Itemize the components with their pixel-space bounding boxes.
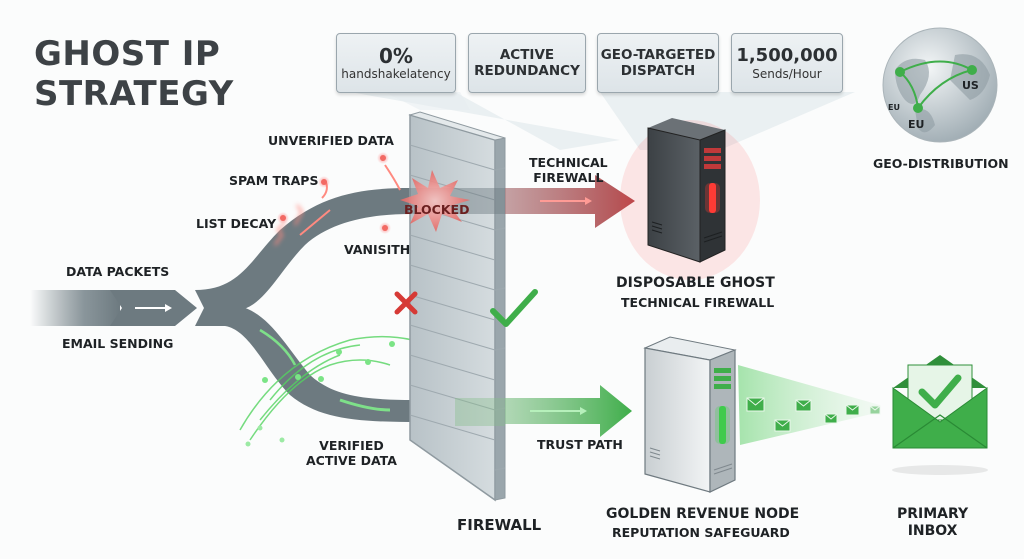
good-path-inner-arrow (339, 398, 391, 412)
callout-throughput-label: Sends/Hour (752, 67, 822, 81)
technical-firewall-line2: FIREWALL (533, 170, 604, 185)
good-path-stream (195, 306, 458, 430)
geo-node-eu-2 (913, 103, 923, 113)
verified-active-data-label: VERIFIED ACTIVE DATA (306, 438, 397, 468)
firewall-wall (408, 111, 506, 502)
reject-x-icon (394, 291, 418, 315)
geo-node-label-eu-1: EU (888, 103, 900, 112)
red-particle-1-core (380, 155, 386, 161)
green-particle (257, 425, 263, 431)
primary-inbox-label: PRIMARY INBOX (897, 506, 968, 540)
callout-beam-3 (385, 92, 470, 110)
title-line-1: GHOST IP (34, 34, 221, 74)
input-stream (30, 290, 120, 326)
title-line-2: STRATEGY (34, 74, 234, 114)
geo-node-label-us: US (962, 79, 979, 92)
geo-node-eu-1 (895, 67, 905, 77)
geo-distribution-label: GEO-DISTRIBUTION (873, 156, 1009, 171)
callout-throughput-value: 1,500,000 (736, 45, 838, 66)
mail-envelope-icon (746, 397, 765, 412)
input-flow-arrowhead (165, 304, 172, 312)
mail-envelope-icon (869, 405, 881, 415)
callout-throughput: 1,500,000 Sends/Hour (731, 33, 843, 93)
callout-beam-1 (350, 92, 620, 150)
list-decay-label: LIST DECAY (196, 216, 277, 231)
green-particle (365, 359, 371, 365)
mail-envelope-icon (774, 419, 791, 432)
callout-dispatch: GEO-TARGETED DISPATCH (597, 33, 719, 93)
technical-firewall-line1: TECHNICAL (529, 155, 608, 170)
vanish-label: VANISITH (344, 242, 411, 257)
verified-line1: VERIFIED (319, 438, 384, 453)
primary-inbox-line2: INBOX (907, 523, 958, 539)
callout-redundancy-line1: ACTIVE (499, 47, 555, 63)
bad-path-stream (195, 188, 410, 310)
green-particle (295, 374, 301, 380)
mail-envelope-icon (824, 413, 838, 424)
red-particle-2-core (321, 179, 327, 185)
globe-icon (882, 27, 998, 143)
email-sending-label: EMAIL SENDING (62, 336, 174, 351)
green-particle (336, 349, 342, 355)
red-particle-3-core (280, 215, 286, 221)
verified-line2: ACTIVE DATA (306, 453, 397, 468)
callout-redundancy: ACTIVE REDUNDANCY (468, 33, 586, 93)
golden-revenue-subtitle: REPUTATION SAFEGUARD (612, 525, 790, 540)
geo-node-us (967, 65, 977, 75)
callout-latency-label: handshakelatency (341, 67, 451, 81)
diagram-title: GHOST IP STRATEGY (34, 34, 234, 114)
golden-revenue-server-icon (643, 336, 737, 493)
good-path-pass-band (455, 398, 505, 426)
callout-dispatch-line1: GEO-TARGETED (600, 47, 716, 63)
green-particle (279, 437, 285, 443)
trust-path-label: TRUST PATH (537, 437, 623, 452)
spam-traps-label: SPAM TRAPS (229, 173, 319, 188)
blocked-label: BLOCKED (404, 202, 470, 217)
firewall-label: FIREWALL (457, 516, 542, 534)
disposable-ghost-server-icon (620, 118, 760, 280)
mail-envelope-icon (795, 399, 812, 412)
disposable-ghost-title: DISPOSABLE GHOST (616, 275, 775, 291)
primary-inbox-icon (892, 355, 988, 475)
callout-latency-value: 0% (379, 44, 413, 68)
green-arrow-inner-head (580, 407, 587, 415)
blocked-burst (400, 170, 470, 232)
green-particle (318, 376, 324, 382)
good-path-inner-arrow-2 (259, 328, 297, 366)
primary-inbox-line1: PRIMARY (897, 506, 969, 522)
mail-envelope-icons (746, 397, 881, 432)
green-particle (262, 377, 268, 383)
disposable-ghost-subtitle: TECHNICAL FIREWALL (621, 295, 775, 310)
red-particle-4-core (382, 225, 388, 231)
approve-check-icon (490, 289, 538, 327)
callout-dispatch-line2: DISPATCH (620, 63, 696, 79)
green-particle (389, 341, 395, 347)
mail-envelope-icon (845, 404, 860, 416)
callout-latency: 0% handshakelatency (336, 33, 456, 93)
callout-redundancy-line2: REDUNDANCY (474, 63, 580, 79)
technical-firewall-arrow-label: TECHNICAL FIREWALL (529, 155, 608, 185)
red-arrow-inner-head (585, 197, 592, 205)
unverified-data-label: UNVERIFIED DATA (268, 133, 394, 148)
golden-revenue-title: GOLDEN REVENUE NODE (606, 506, 800, 522)
green-particle (245, 441, 251, 447)
data-packets-label: DATA PACKETS (66, 264, 170, 279)
geo-node-label-eu-2: EU (908, 118, 925, 131)
